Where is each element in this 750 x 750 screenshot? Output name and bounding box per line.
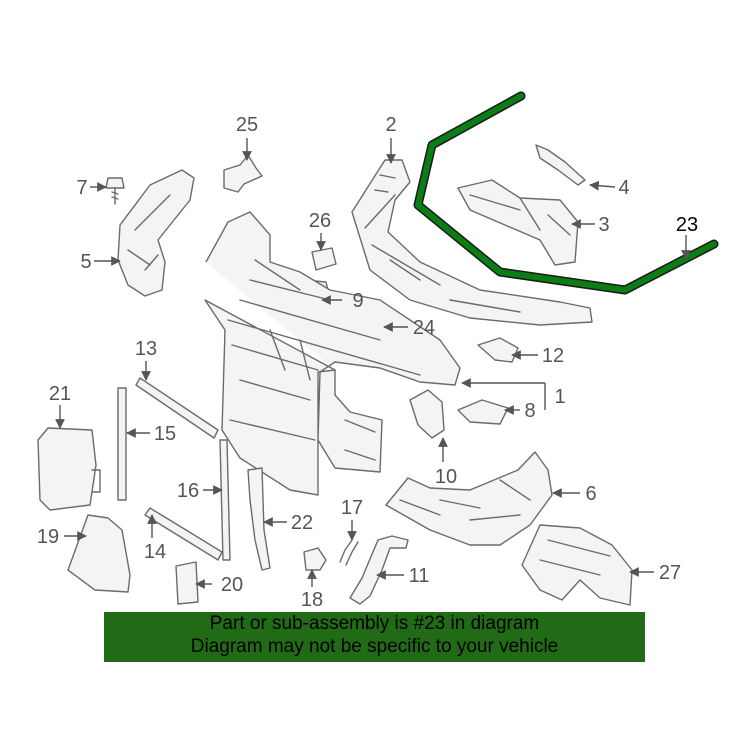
callout-12: 12 [542,345,564,367]
leader-lines [55,138,691,589]
notice-line-2: Diagram may not be specific to your vehi… [190,636,559,657]
callout-6: 6 [585,483,596,505]
callout-18: 18 [301,589,323,611]
part-6-lower-arm [385,451,553,546]
part-2-upper-bracket [351,159,593,326]
callout-3: 3 [598,214,609,236]
part-12-bracket [477,337,519,363]
part-14-seal [144,507,223,561]
callout-21: 21 [49,383,71,405]
part-25-bracket [223,154,263,193]
notice-line-1: Part or sub-assembly is #23 in diagram [209,613,540,634]
notice-banner: Part or sub-assembly is #23 in diagram D… [104,612,645,662]
callout-24: 24 [413,317,435,339]
callout-15: 15 [154,423,176,445]
callout-labels: 25 2 7 4 3 23 5 26 9 24 12 1 8 13 21 15 … [37,114,698,611]
part-26-clip [311,247,337,271]
part-16-seal [219,439,231,561]
callout-7: 7 [76,177,87,199]
part-23-seal-strip[interactable] [413,91,719,295]
part-27-bracket [521,524,633,606]
part-7-bolt [105,177,125,205]
callout-23[interactable]: 23 [676,214,698,236]
callout-14: 14 [144,541,166,563]
callout-22: 22 [291,512,313,534]
part-8-bracket [457,399,509,425]
callout-2: 2 [385,114,396,136]
callout-13: 13 [135,338,157,360]
callout-25: 25 [236,114,258,136]
part-17-hose [339,539,359,566]
callout-5: 5 [80,251,91,273]
part-4-clip [535,144,586,186]
callout-20: 20 [221,574,243,596]
part-22-bracket [247,467,271,571]
part-13-seal [135,377,219,439]
part-3-bracket [457,179,579,266]
part-10-bracket [409,389,445,439]
callout-16: 16 [177,480,199,502]
callout-10: 10 [435,466,457,488]
callout-17: 17 [341,497,363,519]
part-18-clip [303,547,327,571]
part-1-front-carrier [204,211,461,496]
callout-26: 26 [309,210,331,232]
part-11-pipe [349,535,409,605]
part-5-side-bracket [117,169,195,297]
callout-19: 19 [37,526,59,548]
callout-1: 1 [554,386,565,408]
callout-11: 11 [409,565,430,587]
callout-8: 8 [524,400,535,422]
callout-27: 27 [659,562,681,584]
part-19-bracket [67,514,131,593]
part-20-clip [175,561,199,605]
callout-4: 4 [618,177,629,199]
part-15-seal [117,387,127,501]
callout-9: 9 [352,290,363,312]
part-21-module [37,427,101,511]
